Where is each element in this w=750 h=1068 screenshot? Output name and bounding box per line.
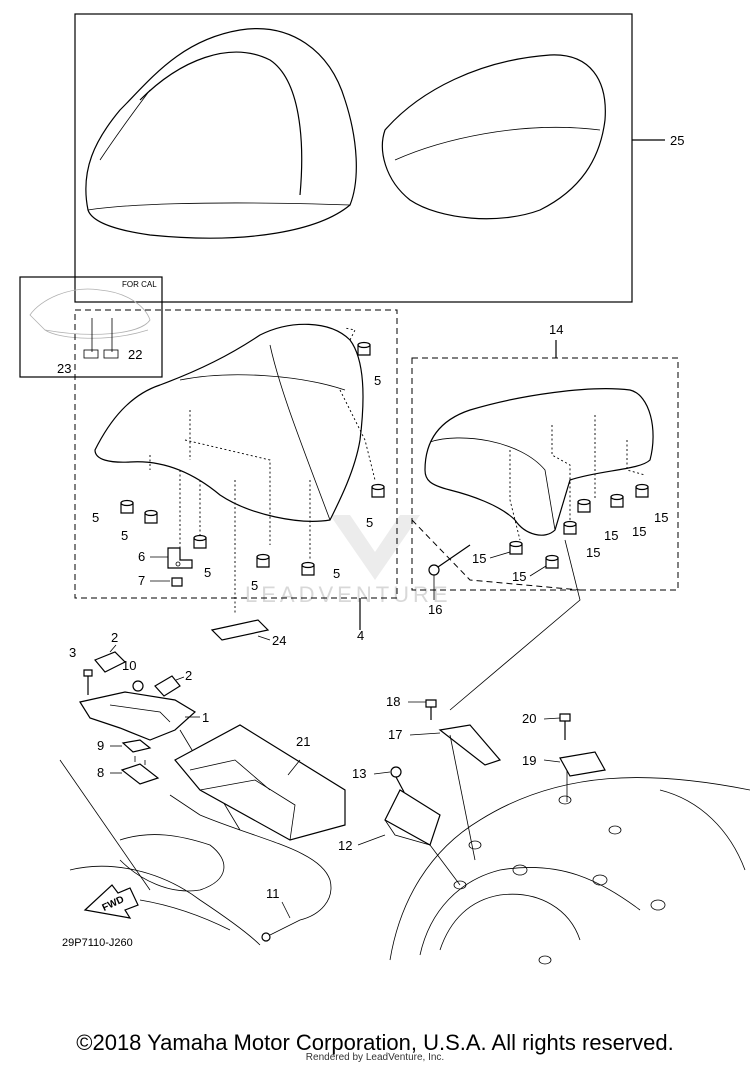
callout-5b: 5: [366, 515, 373, 530]
pad-2: [94, 651, 181, 697]
frame-outline: [59, 729, 261, 946]
callout-15a: 15: [654, 510, 668, 525]
callout-5g: 5: [333, 566, 340, 581]
inset-box: [19, 276, 163, 378]
fwd-arrow-icon: FWD: [83, 884, 139, 919]
callout-13: 13: [352, 766, 366, 781]
callout-23: 23: [57, 361, 71, 376]
passenger-seat: [424, 388, 654, 541]
bracket-19: [559, 751, 606, 802]
inset-note: FOR CAL: [122, 280, 157, 289]
nut-7: [171, 577, 183, 587]
bolt-16: [428, 544, 471, 576]
callout-5a: 5: [374, 373, 381, 388]
callout-5e: 5: [204, 565, 211, 580]
callout-16: 16: [428, 602, 442, 617]
rider-seat-dashed-box: [74, 309, 398, 599]
callout-5f: 5: [251, 578, 258, 593]
bolt-20: [559, 713, 571, 740]
callout-15b: 15: [632, 524, 646, 539]
callout-15d: 15: [586, 545, 600, 560]
passenger-seat-cover: [381, 54, 606, 220]
grommets-15: [509, 483, 649, 569]
rear-fender: [389, 777, 750, 965]
callout-22: 22: [128, 347, 142, 362]
callout-9: 9: [97, 738, 104, 753]
passenger-seat-dashed-box: [411, 357, 679, 591]
callout-5d: 5: [121, 528, 128, 543]
storage-box-21: [174, 724, 346, 841]
label-24: [210, 619, 270, 641]
bracket-12: [384, 789, 461, 886]
callout-25: 25: [670, 133, 684, 148]
callout-21: 21: [296, 734, 310, 749]
callout-18: 18: [386, 694, 400, 709]
callout-2b: 2: [185, 668, 192, 683]
bolt-13: [390, 766, 405, 793]
callout-10: 10: [122, 658, 136, 673]
callout-7: 7: [138, 573, 145, 588]
callout-8: 8: [97, 765, 104, 780]
callout-3: 3: [69, 645, 76, 660]
rider-seat: [94, 323, 376, 615]
callout-15c: 15: [604, 528, 618, 543]
seat-lock-bracket-1: [79, 691, 197, 741]
bolt-18: [425, 699, 437, 720]
callout-20: 20: [522, 711, 536, 726]
bolt-3: [83, 669, 93, 695]
plate-9: [121, 739, 152, 753]
lock-8: [120, 756, 160, 785]
rider-seat-cover: [85, 28, 357, 239]
cable-11: [169, 794, 332, 942]
bracket-6: [167, 547, 193, 569]
callout-12: 12: [338, 838, 352, 853]
diagram-code: 29P7110-J260: [62, 937, 133, 949]
callout-24: 24: [272, 633, 286, 648]
callout-11: 11: [266, 886, 280, 901]
grommets-5: [120, 341, 385, 576]
callout-17: 17: [388, 727, 402, 742]
rendered-by-note: Rendered by LeadVenture, Inc.: [305, 1052, 445, 1063]
callout-19: 19: [522, 753, 536, 768]
callout-5c: 5: [92, 510, 99, 525]
watermark-text: LEADVENTURE: [245, 582, 452, 607]
callout-4: 4: [357, 628, 364, 643]
callout-15e: 15: [472, 551, 486, 566]
callout-6: 6: [138, 549, 145, 564]
callout-2a: 2: [111, 630, 118, 645]
inset-seat-sketch: [29, 288, 151, 359]
callout-15f: 15: [512, 569, 526, 584]
copyright-notice: ©2018 Yamaha Motor Corporation, U.S.A. A…: [76, 1030, 674, 1055]
callout-14: 14: [549, 322, 563, 337]
seat-cover-box: [74, 13, 633, 303]
nut-10: [132, 680, 144, 692]
callout-1: 1: [202, 710, 209, 725]
bracket-17: [438, 724, 502, 861]
